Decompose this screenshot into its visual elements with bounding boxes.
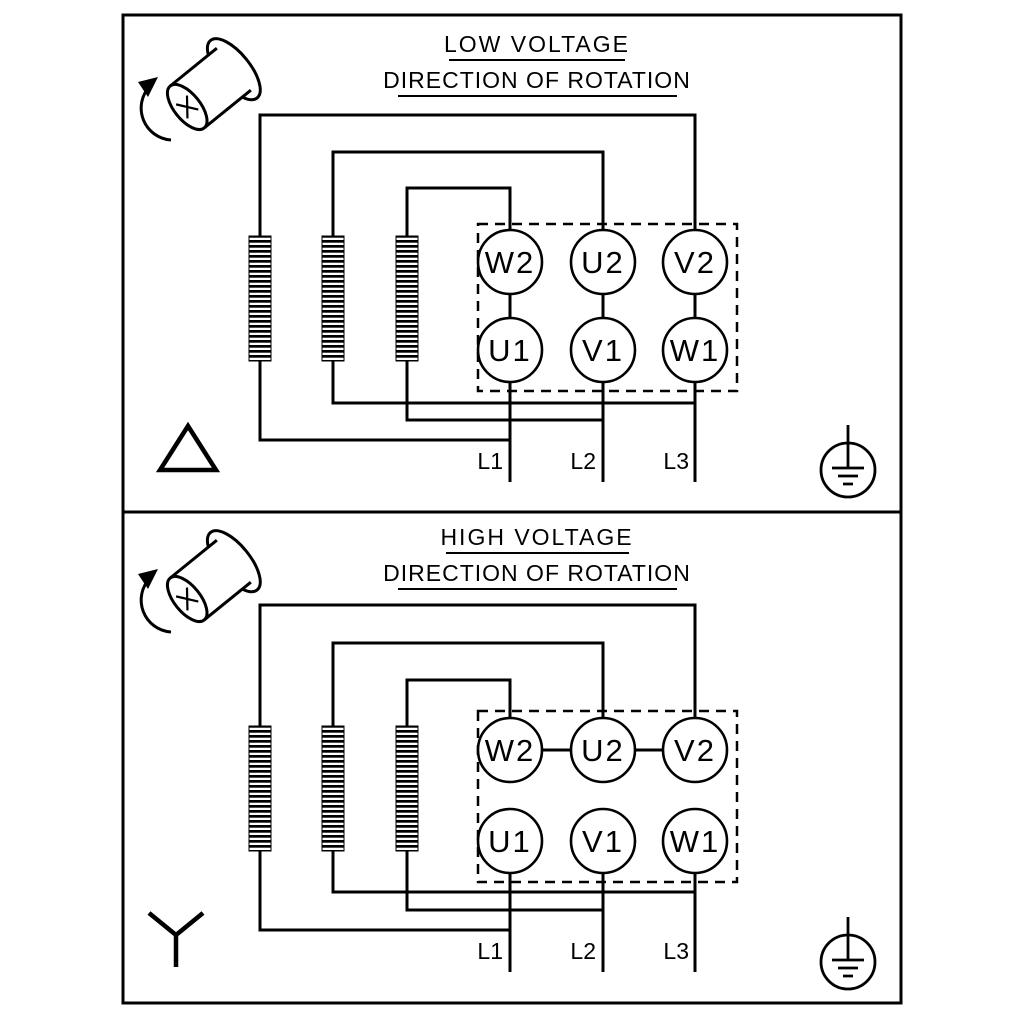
terminal-label: W2 [485, 245, 536, 280]
winding-coil-1 [248, 725, 272, 852]
winding-coil-3 [395, 725, 419, 852]
terminal-circle [569, 807, 637, 875]
terminal-label: U2 [581, 733, 625, 768]
delta-terminal-links [508, 294, 697, 318]
terminal-U2: U2 [569, 716, 637, 784]
wire-coil1-to-V2 [258, 113, 697, 237]
low-voltage-subtitle: DIRECTION OF ROTATION [383, 67, 691, 93]
wire-coil3-to-W2 [405, 678, 512, 727]
terminal-label: U2 [581, 245, 625, 280]
label-L3: L3 [663, 938, 689, 964]
terminal-W2: W2 [476, 228, 544, 296]
wire-coil3-to-W2 [405, 186, 512, 237]
wire-coil3-to-L2 [405, 361, 603, 422]
winding-coil-2 [321, 725, 345, 852]
terminal-circle [569, 316, 637, 384]
high-voltage-subtitle: DIRECTION OF ROTATION [383, 560, 691, 586]
wire-coil2-to-L3 [331, 361, 695, 405]
terminal-label: U1 [488, 824, 532, 859]
star-symbol-icon [147, 911, 205, 967]
wire-coil3-to-L2 [405, 851, 603, 912]
terminal-circle [569, 716, 637, 784]
rotation-arrow-arc [139, 576, 172, 634]
shaft-rotation-icon [138, 520, 272, 638]
winding-coil-2 [321, 235, 345, 362]
terminal-label: V2 [674, 245, 716, 280]
terminal-circle [661, 316, 729, 384]
terminal-circle [661, 716, 729, 784]
terminal-circle [661, 807, 729, 875]
terminal-U2: U2 [569, 228, 637, 296]
wire-coil1-to-L1 [258, 361, 510, 442]
terminal-V2: V2 [661, 716, 729, 784]
terminal-board-outline [476, 709, 739, 884]
terminal-V2: V2 [661, 228, 729, 296]
terminal-circle [476, 716, 544, 784]
high-voltage-title: HIGH VOLTAGE [440, 524, 633, 550]
terminal-label: W1 [670, 824, 721, 859]
terminal-U1: U1 [476, 807, 544, 875]
wire-coil1-to-L1 [258, 851, 510, 932]
terminal-W2: W2 [476, 716, 544, 784]
terminal-label: V1 [582, 824, 624, 859]
terminal-circle [476, 807, 544, 875]
terminal-label: U1 [488, 333, 532, 368]
terminal-W1: W1 [661, 316, 729, 384]
terminal-V1: V1 [569, 316, 637, 384]
terminal-circle [661, 228, 729, 296]
label-L2: L2 [570, 938, 596, 964]
delta-symbol-icon [155, 421, 221, 473]
terminal-board-outline [476, 222, 739, 393]
winding-coil-3 [395, 235, 419, 362]
terminal-circle [569, 228, 637, 296]
wire-coil2-to-U2 [331, 641, 605, 727]
terminal-V1: V1 [569, 807, 637, 875]
terminal-U1: U1 [476, 316, 544, 384]
terminal-label: W1 [670, 333, 721, 368]
rotation-arrow-head-icon [138, 77, 158, 97]
panel-low-voltage: LOW VOLTAGE DIRECTION OF ROTATION [138, 28, 877, 499]
winding-coil-1 [248, 235, 272, 362]
wire-coil2-to-L3 [331, 851, 695, 894]
terminal-W1: W1 [661, 807, 729, 875]
label-L1: L1 [477, 448, 503, 474]
terminal-circle [476, 316, 544, 384]
terminal-circle [476, 228, 544, 296]
label-L3: L3 [663, 448, 689, 474]
terminal-label: W2 [485, 733, 536, 768]
rotation-arrow-head-icon [138, 569, 158, 589]
panel-high-voltage: HIGH VOLTAGE DIRECTION OF ROTATION [138, 520, 877, 991]
label-L2: L2 [570, 448, 596, 474]
shaft-rotation-icon [138, 28, 272, 146]
label-L1: L1 [477, 938, 503, 964]
wire-coil1-to-V2 [258, 603, 697, 727]
terminal-label: V1 [582, 333, 624, 368]
rotation-arrow-arc [139, 84, 172, 142]
wire-coil2-to-U2 [331, 150, 605, 237]
low-voltage-title: LOW VOLTAGE [444, 31, 630, 57]
terminal-label: V2 [674, 733, 716, 768]
